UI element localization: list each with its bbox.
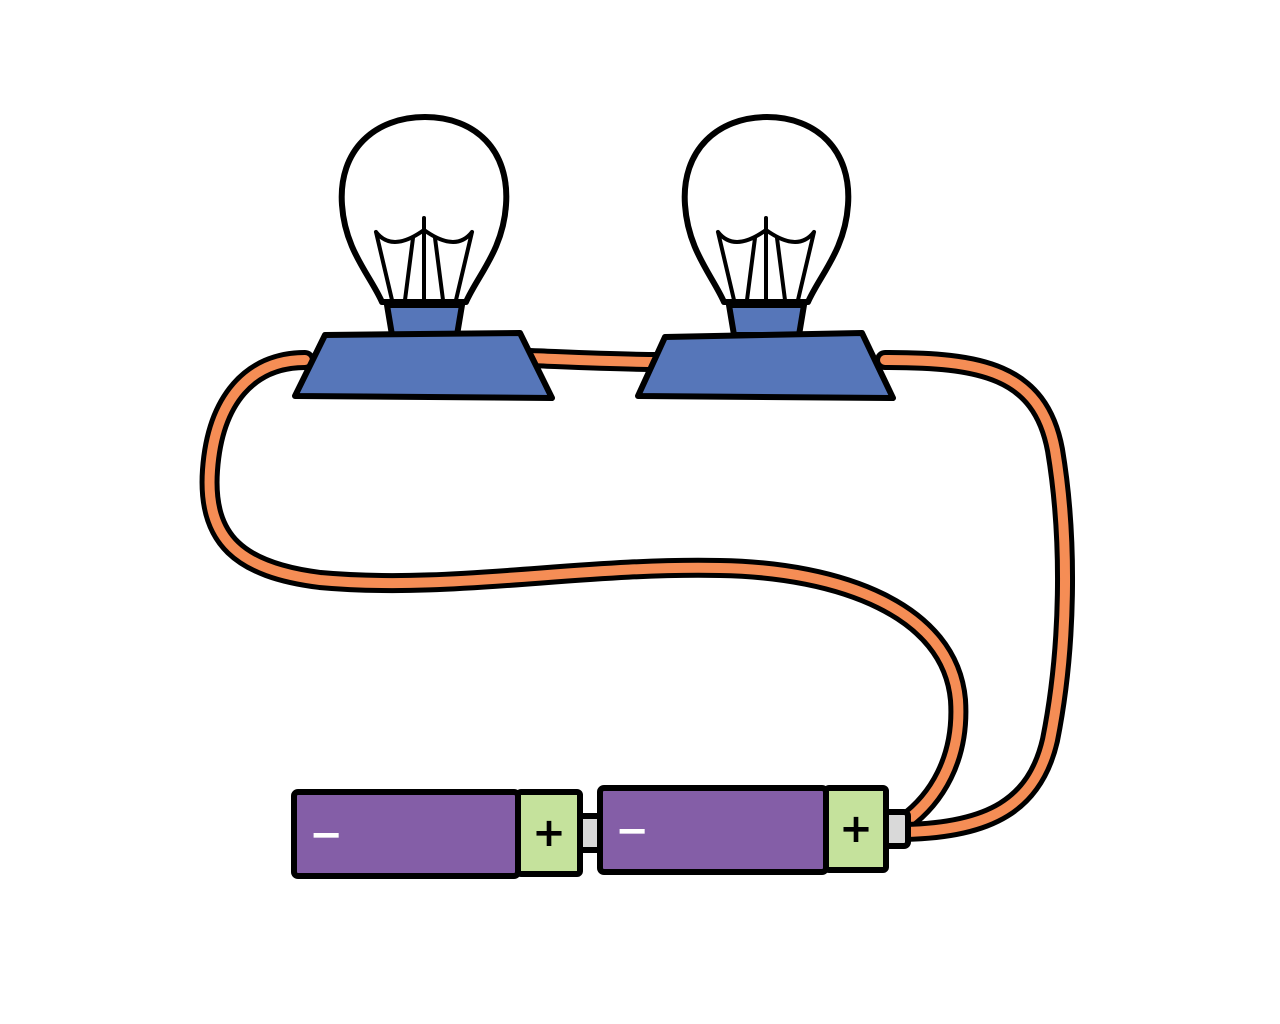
battery-left: − + — [291, 789, 605, 879]
bulb-neck — [384, 302, 465, 338]
bulb-right — [635, 114, 896, 401]
wire-return — [880, 355, 1071, 837]
battery-positive-terminal — [823, 785, 889, 873]
wire-link — [525, 353, 665, 367]
bulb-filament — [374, 216, 474, 302]
battery-right: − + — [597, 785, 911, 875]
battery-positive-mark: + — [532, 810, 566, 856]
battery-negative-mark: − — [615, 808, 649, 854]
bulb-holder — [292, 330, 555, 401]
battery-negative-mark: − — [309, 812, 343, 858]
bulb-neck — [726, 302, 807, 338]
bulb-left — [292, 114, 555, 401]
wire-main — [204, 355, 964, 827]
bulb-holder — [635, 330, 896, 401]
circuit-wire — [199, 348, 1076, 842]
battery-positive-mark: + — [839, 806, 873, 852]
bulb-filament — [716, 216, 816, 302]
battery-positive-terminal — [515, 789, 583, 877]
